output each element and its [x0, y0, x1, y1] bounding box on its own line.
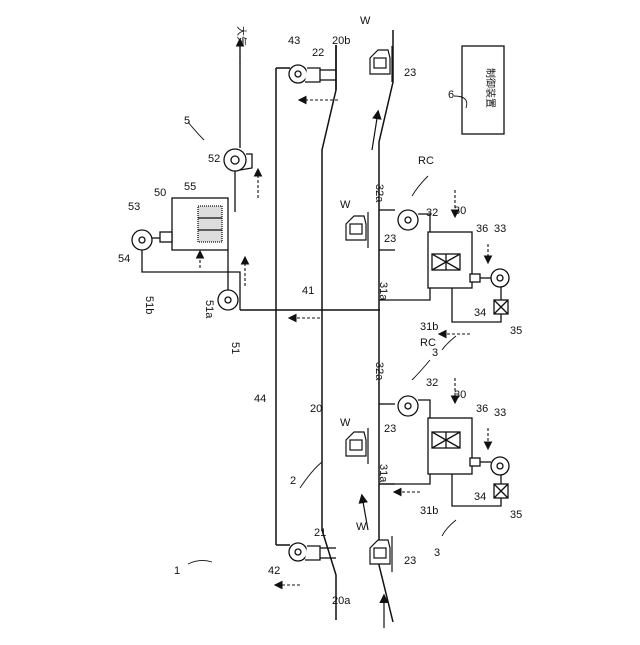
ref-30-bot: 30 — [454, 389, 466, 401]
ref-36-top: 36 — [476, 223, 488, 235]
fan-43 — [289, 65, 336, 83]
ref-53: 53 — [128, 201, 140, 213]
ref-41: 41 — [302, 285, 314, 297]
ref-35-top: 35 — [510, 325, 522, 337]
ref-22: 22 — [312, 47, 324, 59]
ref-w-bot: W — [356, 521, 367, 533]
ref-31a-bot: 31a — [377, 464, 389, 483]
ref-3-bot: 3 — [434, 547, 440, 559]
ref-20: 20 — [310, 403, 322, 415]
workpiece-top — [370, 46, 392, 82]
ref-34-top: 34 — [474, 307, 486, 319]
ref-44: 44 — [254, 393, 266, 405]
ref-51: 51 — [229, 342, 241, 354]
workpiece-mid-top — [346, 212, 368, 248]
workpiece-bottom — [370, 536, 392, 572]
ref-55: 55 — [184, 181, 196, 193]
ref-54: 54 — [118, 253, 130, 265]
ref-21: 21 — [314, 527, 326, 539]
controller-label: 制御装置 — [484, 68, 497, 108]
ref-51a: 51a — [203, 300, 215, 319]
ref-31b-bot: 31b — [420, 505, 438, 517]
ref-33-bot: 33 — [494, 407, 506, 419]
ref-36-bot: 36 — [476, 403, 488, 415]
ref-23-b: 23 — [384, 233, 396, 245]
ref-20b: 20b — [332, 35, 350, 47]
ref-rc-top: RC — [418, 155, 434, 167]
conveyor-duct — [322, 30, 393, 622]
exhaust-header — [240, 68, 380, 545]
ref-32a-top: 32a — [373, 184, 385, 203]
booth-flow-arrows — [240, 40, 488, 585]
ref-23-d: 23 — [404, 555, 416, 567]
booth-unit-upper — [379, 210, 509, 322]
ref-32-top: 32 — [426, 207, 438, 219]
ref-42: 42 — [268, 565, 280, 577]
treatment-unit — [132, 46, 252, 310]
ref-51b: 51b — [143, 296, 155, 314]
ref-w-mid-bot: W — [340, 417, 351, 429]
ref-20a: 20a — [332, 595, 351, 607]
controller-box — [462, 46, 504, 134]
ref-32a-bot: 32a — [373, 362, 385, 381]
ref-6: 6 — [448, 89, 454, 101]
ref-31a-top: 31a — [377, 282, 389, 301]
ref-23-c: 23 — [384, 423, 396, 435]
ref-43: 43 — [288, 35, 300, 47]
ref-1: 1 — [174, 565, 180, 577]
ref-35-bot: 35 — [510, 509, 522, 521]
ref-w-top: W — [360, 15, 371, 27]
ref-30-top: 30 — [454, 205, 466, 217]
atmosphere-label: 大気 — [235, 26, 248, 46]
ref-5: 5 — [184, 115, 190, 127]
ref-50: 50 — [154, 187, 166, 199]
ref-52: 52 — [208, 153, 220, 165]
ref-2: 2 — [290, 475, 296, 487]
ref-34-bot: 34 — [474, 491, 486, 503]
ref-32-bot: 32 — [426, 377, 438, 389]
ref-31b-top: 31b — [420, 321, 438, 333]
workpiece-mid-bot — [346, 428, 368, 464]
booth-unit-lower — [379, 396, 509, 506]
ref-rc-bot: RC — [420, 337, 436, 349]
duct-wall-right — [379, 30, 393, 622]
ref-33-top: 33 — [494, 223, 506, 235]
ref-23-a: 23 — [404, 67, 416, 79]
ref-w-mid-top: W — [340, 199, 351, 211]
